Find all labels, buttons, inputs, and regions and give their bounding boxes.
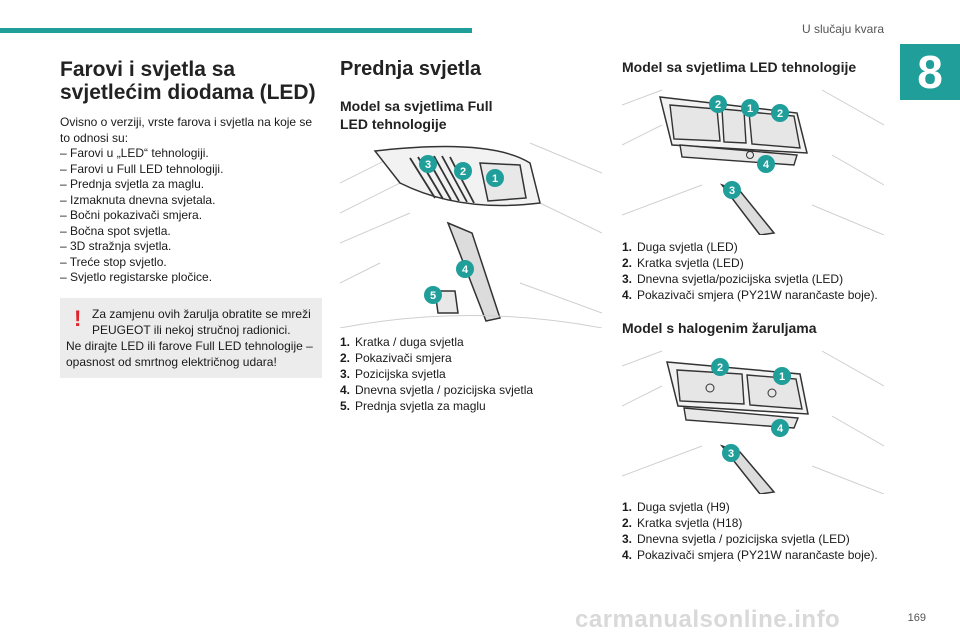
callout-label: 3 bbox=[729, 185, 735, 197]
legend-item: 1.Duga svjetla (LED) bbox=[622, 240, 738, 254]
lamp-type-list: – Farovi u „LED“ tehnologiji. – Farovi u… bbox=[60, 146, 322, 286]
watermark-text: carmanualsonline.info bbox=[575, 606, 841, 633]
legend-item: 4.Dnevna svjetla / pozicijska svjetla bbox=[340, 383, 534, 397]
led-headlamp-illustration: 2 1 2 4 3 bbox=[622, 85, 884, 235]
callout-label: 2 bbox=[777, 108, 783, 120]
legend-item: 1.Duga svjetla (H9) bbox=[622, 500, 730, 514]
warning-box: ! Za zamjenu ovih žarulja obratite se mr… bbox=[60, 297, 322, 378]
callout-label: 1 bbox=[779, 371, 785, 383]
legend-item: 1.Kratka / duga svjetla bbox=[340, 335, 464, 349]
column-intro: Farovi i svjetla sa svjetlećim diodama (… bbox=[60, 58, 322, 378]
full-led-legend: 1.Kratka / duga svjetla 2.Pokazivači smj… bbox=[340, 334, 602, 414]
callout-marker bbox=[741, 99, 759, 117]
list-item: – Prednja svjetla za maglu. bbox=[60, 177, 205, 191]
legend-item: 2.Kratka svjetla (H18) bbox=[622, 516, 743, 530]
callout-marker bbox=[722, 444, 740, 462]
page-title: Farovi i svjetla sa svjetlećim diodama (… bbox=[60, 58, 316, 104]
callout-label: 1 bbox=[492, 173, 498, 185]
legend-item: 4.Pokazivači smjera (PY21W narančaste bo… bbox=[622, 288, 878, 302]
legend-item: 4.Pokazivači smjera (PY21W narančaste bo… bbox=[622, 548, 878, 562]
subsection-heading-halogen: Model s halogenim žaruljama bbox=[622, 320, 817, 336]
legend-item: 2.Kratka svjetla (LED) bbox=[622, 256, 744, 270]
warning-text-2: Ne dirajte LED ili farove Full LED tehno… bbox=[66, 338, 313, 369]
intro-text: Ovisno o verziji, vrste farova i svjetla… bbox=[60, 115, 313, 145]
chapter-badge: 8 bbox=[900, 44, 960, 100]
callout-label: 3 bbox=[425, 159, 431, 171]
subsection-heading-led: Model sa svjetlima LED tehnologije bbox=[622, 59, 857, 75]
callout-label: 2 bbox=[460, 166, 466, 178]
callout-marker bbox=[456, 260, 474, 278]
callout-label: 2 bbox=[717, 362, 723, 374]
list-item: – Izmaknuta dnevna svjetala. bbox=[60, 192, 216, 207]
list-item: – Farovi u „LED“ tehnologiji. bbox=[60, 146, 209, 160]
callout-marker bbox=[771, 104, 789, 122]
list-item: – Bočni pokazivači smjera. bbox=[60, 208, 203, 222]
callout-marker bbox=[711, 358, 729, 376]
list-item: – Svjetlo registarske pločice. bbox=[60, 270, 213, 284]
full-led-headlamp-illustration: 3 2 1 4 5 bbox=[340, 143, 602, 328]
legend-item: 5.Prednja svjetla za maglu bbox=[340, 399, 486, 413]
list-item: – Treće stop svjetlo. bbox=[60, 254, 167, 269]
callout-marker bbox=[454, 162, 472, 180]
callout-label: 1 bbox=[747, 103, 753, 115]
section-title: U slučaju kvara bbox=[801, 22, 884, 36]
column-front-lights: Prednja svjetla Model sa svjetlima Full … bbox=[340, 58, 602, 414]
callout-label: 4 bbox=[763, 159, 770, 171]
callout-marker bbox=[709, 95, 727, 113]
callout-marker bbox=[757, 155, 775, 173]
callout-marker bbox=[486, 169, 504, 187]
header-accent-bar bbox=[0, 28, 472, 33]
list-item: – Farovi u Full LED tehnologiji. bbox=[60, 161, 224, 176]
callout-marker bbox=[771, 419, 789, 437]
legend-item: 2.Pokazivači smjera bbox=[340, 351, 452, 365]
callout-label: 3 bbox=[728, 448, 734, 460]
halogen-legend: 1.Duga svjetla (H9) 2.Kratka svjetla (H1… bbox=[622, 499, 884, 563]
callout-marker bbox=[419, 155, 437, 173]
callout-marker bbox=[773, 367, 791, 385]
callout-label: 4 bbox=[777, 423, 784, 435]
callout-label: 2 bbox=[715, 99, 721, 111]
legend-item: 3.Dnevna svjetla/pozicijska svjetla (LED… bbox=[622, 272, 844, 286]
warning-text-1: Za zamjenu ovih žarulja obratite se mrež… bbox=[92, 306, 311, 337]
list-item: – 3D stražnja svjetla. bbox=[60, 239, 172, 253]
callout-marker bbox=[723, 181, 741, 199]
halogen-headlamp-illustration: 2 1 4 3 bbox=[622, 346, 884, 494]
callout-label: 4 bbox=[462, 264, 469, 276]
led-legend: 1.Duga svjetla (LED) 2.Kratka svjetla (L… bbox=[622, 239, 884, 303]
callout-marker bbox=[424, 286, 442, 304]
callout-label: 5 bbox=[430, 290, 436, 302]
list-item: – Bočna spot svjetla. bbox=[60, 223, 171, 238]
section-heading: Prednja svjetla bbox=[340, 58, 482, 80]
legend-item: 3.Dnevna svjetla / pozicijska svjetla (L… bbox=[622, 532, 850, 546]
subsection-heading: Model sa svjetlima Full LED tehnologije bbox=[340, 98, 493, 132]
warning-exclamation-icon: ! bbox=[74, 305, 82, 331]
legend-item: 3.Pozicijska svjetla bbox=[340, 367, 446, 381]
page-number: 169 bbox=[907, 612, 926, 624]
column-led-halogen: Model sa svjetlima LED tehnologije 2 1 2… bbox=[622, 58, 884, 563]
